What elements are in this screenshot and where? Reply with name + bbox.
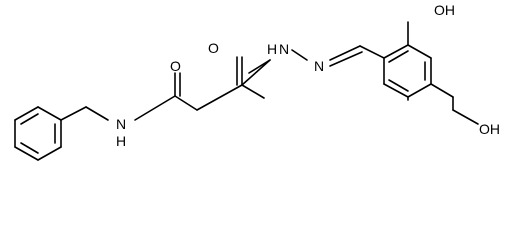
atom-label-n-hydrazide: N	[279, 41, 289, 57]
bond	[359, 45, 385, 59]
double-bond-inner	[20, 113, 39, 125]
bond	[452, 109, 479, 125]
bond	[14, 146, 39, 161]
atom-label-h-amide: H	[116, 133, 126, 149]
bond	[37, 106, 62, 121]
bond	[430, 83, 454, 98]
bond	[383, 44, 409, 59]
bond	[37, 146, 62, 161]
atom-label-h-hydrazide: H	[267, 41, 277, 57]
atom-label-oh-top: OH	[434, 2, 455, 18]
double-bond-inner	[388, 50, 409, 63]
bond	[407, 83, 432, 98]
benzene-ring	[14, 106, 62, 161]
bond	[85, 106, 109, 121]
atom-label-oh-right: OH	[479, 121, 500, 137]
atom-label-n-imine: N	[314, 58, 324, 74]
bond	[196, 84, 243, 111]
bond	[383, 83, 409, 98]
atom-label-o-hydrazide: O	[208, 40, 219, 56]
bond	[241, 59, 271, 86]
bond	[174, 95, 198, 111]
atom-label-o-amide: O	[170, 58, 181, 74]
molecule-diagram: O N H O N H N OH OH	[14, 2, 500, 161]
atom-label-n-amide: N	[116, 116, 126, 132]
bond	[14, 106, 39, 121]
structure-canvas: O N H O N H N OH OH	[14, 2, 500, 161]
bond	[291, 49, 308, 61]
double-bond-inner	[20, 142, 39, 154]
dihydroxyphenyl-ring	[383, 44, 432, 98]
double-bond	[329, 45, 361, 61]
bond	[60, 106, 87, 121]
bond	[241, 84, 265, 99]
double-bond-inner	[388, 79, 409, 92]
bond	[134, 95, 176, 121]
bond	[407, 44, 432, 59]
double-bond	[329, 51, 363, 67]
